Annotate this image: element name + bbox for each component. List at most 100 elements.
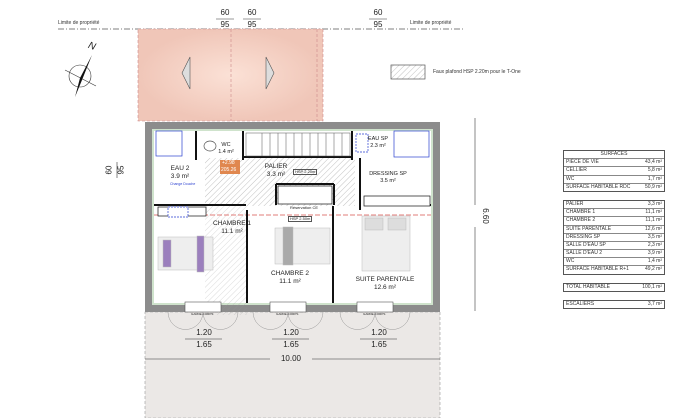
room-chambre2-name: CHAMBRE 2 (271, 270, 309, 277)
row-value: 11,1 (645, 209, 655, 216)
row-value: 3,9 (647, 250, 655, 257)
row-value: 43,4 (645, 159, 655, 166)
window-dim-upper: 1.20 (196, 328, 212, 337)
table-row: CELLIER 5,8 m² (564, 167, 664, 176)
window-dim-upper: 1.20 (371, 328, 387, 337)
room-chambre2-area: 11.1 m² (279, 278, 301, 285)
ceiling-hsp-tag: HSP 2.50m (288, 216, 313, 222)
top-dim-lower: 95 (373, 20, 383, 29)
row-unit: m² (656, 209, 662, 216)
row-label: PALIER (566, 200, 584, 207)
room-eau2-name: EAU 2 (170, 165, 190, 172)
row-unit: m² (656, 233, 662, 240)
row-unit: m² (656, 250, 662, 257)
property-line-label-right: Limite de propriété (410, 20, 452, 26)
top-dim-lower: 95 (220, 20, 230, 29)
table-row: WC 1,7 m² (564, 176, 664, 184)
bathroom-fixtures (155, 130, 430, 218)
row-value: 100,1 (642, 283, 655, 290)
surfaces-table: SURFACES PIÈCE DE VIE 43,4 m² CELLIER 5,8 … (563, 150, 665, 317)
legend-hatch-swatch (390, 64, 426, 80)
row-label: ESCALIERS (566, 300, 595, 307)
room-chambre1-name: CHAMBRE 1 (213, 220, 251, 227)
table-header: SURFACES (564, 151, 664, 160)
north-compass-icon (64, 55, 97, 97)
stair-hsp-tag: HSP 2.20m (293, 169, 318, 175)
room-wc-name: WC (221, 142, 231, 148)
row-unit: m² (656, 167, 662, 174)
top-dim-upper: 60 (220, 8, 230, 17)
table-row: PIÈCE DE VIE 43,4 m² (564, 159, 664, 168)
row-value: 1,7 (647, 175, 655, 182)
row-unit: m² (656, 200, 662, 207)
table-row: PALIER 3,3 m² (564, 200, 664, 210)
row-value: 12,6 (645, 225, 655, 232)
top-dim-upper: 60 (373, 8, 383, 17)
window-swing (167, 311, 411, 330)
row-unit: m² (656, 183, 662, 190)
row-label: SALLE D'EAU SP (566, 241, 606, 248)
table-header-text: SURFACES (600, 151, 628, 157)
row-value: 3,7 (647, 300, 655, 307)
room-dressing-area: 3.5 m² (380, 178, 396, 184)
garde-corps-label: GARDE-CORPS (363, 312, 386, 316)
row-unit: m² (656, 159, 662, 166)
reservation-label: Réservation CE (290, 205, 319, 210)
legend-text: Faux plafond HSP 2.20m pour le T-One (433, 69, 521, 75)
row-value: 3,3 (647, 200, 655, 207)
window-dim-lower: 1.65 (283, 340, 299, 349)
table-row-total: TOTAL HABITABLE 100,1 m² (564, 284, 664, 291)
total-width-dim: 10.00 (280, 354, 302, 363)
room-dressing-name: DRESSING SP (369, 171, 407, 177)
room-eau-sp-name: EAU SP (367, 136, 389, 142)
roof-slope-arrow (265, 56, 275, 90)
room-palier-name: PALIER (264, 163, 288, 170)
side-dim-upper: 60 (104, 165, 114, 175)
row-label: CELLIER (566, 167, 587, 174)
row-unit: m² (656, 258, 662, 265)
window-dim-lower: 1.65 (196, 340, 212, 349)
row-label: SUITE PARENTALE (566, 225, 612, 232)
row-unit: m² (656, 283, 662, 290)
window-dim-upper: 1.20 (283, 328, 299, 337)
row-value: 11,1 (645, 217, 655, 224)
side-dim-lower: 95 (116, 165, 126, 175)
trap-sub-label: 205.26 (221, 167, 237, 173)
room-eau2-area: 3.9 m² (170, 173, 190, 180)
row-value: 49,2 (645, 266, 655, 273)
row-value: 5,8 (647, 167, 655, 174)
top-dim-lower: 95 (247, 20, 257, 29)
row-value: 2,3 (647, 241, 655, 248)
roof-area (137, 28, 324, 122)
row-label: WC (566, 175, 575, 182)
row-value: 1,4 (647, 258, 655, 265)
room-eau-sp-area: 2.3 m² (370, 143, 386, 149)
row-unit: m² (656, 175, 662, 182)
row-value: 3,5 (647, 233, 655, 240)
row-label: PIÈCE DE VIE (566, 159, 599, 166)
room-chambre1-area: 11.1 m² (221, 228, 243, 235)
window-dim-lower: 1.65 (371, 340, 387, 349)
trap-marker (220, 160, 240, 174)
room-suite-name: SUITE PARENTALE (355, 276, 415, 283)
row-label: SURFACE HABITABLE R+1 (566, 266, 629, 273)
windows (184, 301, 394, 313)
garde-corps-label: GARDE-CORPS (191, 312, 214, 316)
row-label: TOTAL HABITABLE (566, 283, 610, 290)
douche-label: Change Douche (170, 182, 196, 186)
room-wc-area: 1.4 m² (218, 149, 234, 155)
top-dim-upper: 60 (247, 8, 257, 17)
room-suite-area: 12.6 m² (373, 284, 397, 291)
row-value: 50,9 (645, 183, 655, 190)
